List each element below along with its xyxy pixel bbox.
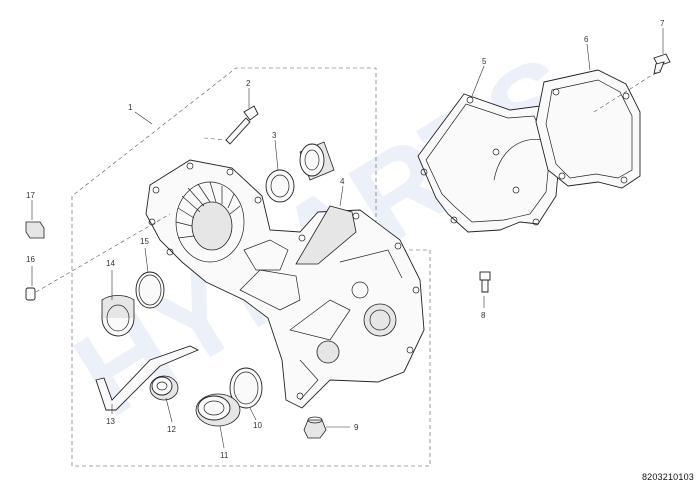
callout-3: 3 xyxy=(272,131,277,140)
block-part-17 xyxy=(25,221,45,239)
callout-14: 14 xyxy=(106,259,115,268)
callout-4: 4 xyxy=(340,177,345,186)
callout-8: 8 xyxy=(481,311,486,320)
callout-13: 13 xyxy=(106,417,115,426)
callout-15: 15 xyxy=(140,237,149,246)
callout-10: 10 xyxy=(253,421,262,430)
baffle-plate xyxy=(295,205,357,265)
callout-7: 7 xyxy=(660,19,665,28)
callout-labels: 1 2 3 4 5 6 7 8 9 10 11 12 13 14 15 16 1… xyxy=(26,19,665,460)
shift-rod-part-13 xyxy=(95,345,200,411)
callout-12: 12 xyxy=(167,425,176,434)
ring-part-14 xyxy=(101,295,135,337)
sleeve-part-3 xyxy=(299,141,335,181)
leader-lines xyxy=(31,28,664,449)
callout-17: 17 xyxy=(26,191,35,200)
callout-2: 2 xyxy=(246,79,251,88)
transmission-case xyxy=(145,159,425,409)
callout-6: 6 xyxy=(584,35,589,44)
bearing-race-part-11 xyxy=(195,393,241,427)
callout-5: 5 xyxy=(482,57,487,66)
drain-plug-part-9 xyxy=(303,416,327,439)
o-ring-part-10 xyxy=(229,367,263,409)
cover-gasket-part-6 xyxy=(535,69,641,189)
bolt-part-2 xyxy=(225,105,259,145)
seal-ring-part-3 xyxy=(265,169,295,203)
diagram-reference-number: 8203210103 xyxy=(641,472,694,482)
callout-9: 9 xyxy=(354,423,359,432)
assembly-outline xyxy=(71,67,431,467)
callout-1: 1 xyxy=(128,103,133,112)
callout-11: 11 xyxy=(220,451,229,460)
screw-part-7 xyxy=(653,53,671,75)
callout-16: 16 xyxy=(26,255,35,264)
bolt-part-8 xyxy=(479,271,491,293)
pin-part-16 xyxy=(25,287,36,301)
snap-ring-part-15 xyxy=(135,271,165,309)
bearing-part-12 xyxy=(149,375,179,401)
